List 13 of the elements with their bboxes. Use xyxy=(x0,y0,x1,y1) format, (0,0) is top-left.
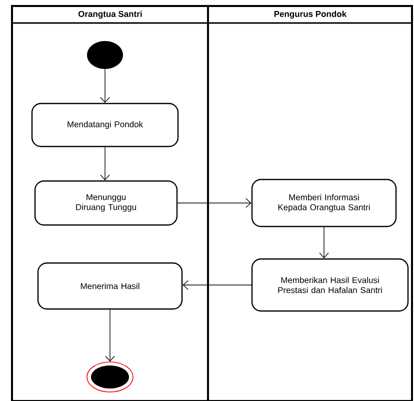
arrow xyxy=(105,309,115,362)
arrow xyxy=(177,198,252,208)
action-box: Memberi Informasi Kepada Orangtua Santri xyxy=(251,178,397,228)
action-box: Menunggu Diruang Tunggu xyxy=(34,180,178,226)
arrow xyxy=(100,68,110,103)
action-box: Mendatangi Pondok xyxy=(31,102,179,148)
action-box: Memberikan Hasil Evalusi Prestasi dan Hafalan Santri xyxy=(251,258,409,312)
arrow xyxy=(182,280,252,290)
start-node xyxy=(87,41,123,69)
end-node xyxy=(86,362,134,392)
arrow xyxy=(319,226,329,258)
action-box: Menerima Hasil xyxy=(37,262,183,310)
arrow xyxy=(100,146,110,180)
